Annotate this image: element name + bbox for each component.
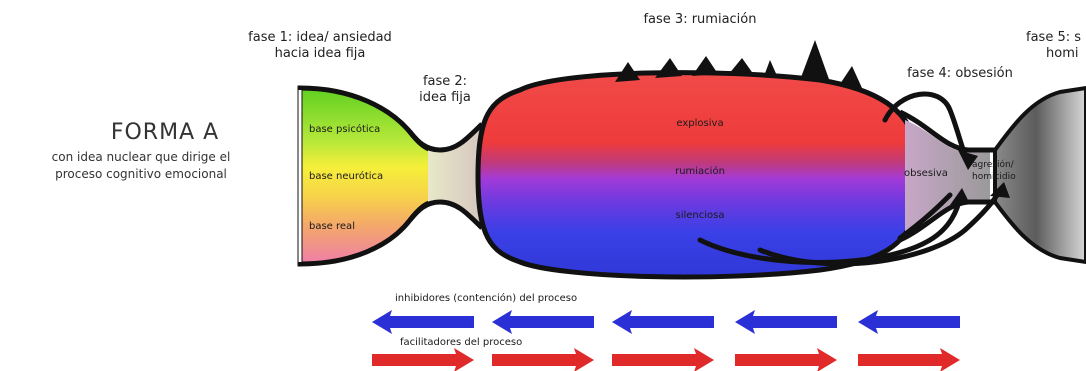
phase2-label-1: fase 2: bbox=[422, 74, 468, 89]
inhibitor-arrow bbox=[372, 310, 474, 334]
facilitator-arrow bbox=[858, 348, 960, 371]
phase4-label: fase 4: obsesión bbox=[907, 66, 1013, 81]
inhibitors-label: inhibidores (contención) del proceso bbox=[395, 293, 578, 304]
inhibitor-arrow bbox=[858, 310, 960, 334]
inhibitor-arrow bbox=[735, 310, 837, 334]
rumination-spikes bbox=[615, 40, 862, 88]
obsessive-label: obsesiva bbox=[904, 168, 948, 179]
phase3-label: fase 3: rumiación bbox=[643, 12, 757, 27]
phase1-label-2: hacia idea fija bbox=[274, 46, 366, 61]
rumination-body bbox=[475, 70, 918, 280]
band-rumination-label: rumiación bbox=[675, 166, 725, 177]
inhibitor-arrow bbox=[492, 310, 594, 334]
facilitator-arrow bbox=[372, 348, 474, 371]
phase5-label-2: homi bbox=[1046, 46, 1079, 61]
form-subtitle-1: con idea nuclear que dirige el bbox=[51, 150, 231, 164]
facilitator-arrows bbox=[372, 348, 960, 371]
facilitator-arrow bbox=[492, 348, 594, 371]
form-title: FORMA A bbox=[110, 120, 220, 145]
outcome-bulb bbox=[993, 85, 1086, 265]
fixed-idea-neck bbox=[428, 128, 480, 224]
facilitator-arrow bbox=[735, 348, 837, 371]
facilitators-label: facilitadores del proceso bbox=[400, 337, 523, 348]
facilitator-arrow bbox=[612, 348, 714, 371]
phase1-label-1: fase 1: idea/ ansiedad bbox=[248, 30, 392, 45]
base-psychotic-label: base psicótica bbox=[309, 124, 381, 135]
band-silent-label: silenciosa bbox=[675, 210, 725, 221]
base-neurotic-label: base neurótica bbox=[309, 171, 384, 182]
outcome-label-1: agresión/ bbox=[972, 160, 1014, 170]
band-explosive-label: explosiva bbox=[676, 118, 724, 129]
form-subtitle-2: proceso cognitivo emocional bbox=[55, 167, 227, 181]
obsession-arrows bbox=[697, 91, 1003, 267]
base-real-label: base real bbox=[309, 221, 355, 232]
inhibitor-arrow bbox=[612, 310, 714, 334]
outcome-label-2: homicidio bbox=[972, 172, 1016, 182]
phase5-label-1: fase 5: s bbox=[1026, 30, 1082, 45]
phase2-label-2: idea fija bbox=[419, 90, 471, 105]
inhibitor-arrows bbox=[372, 310, 960, 334]
obsession-region bbox=[905, 120, 990, 232]
